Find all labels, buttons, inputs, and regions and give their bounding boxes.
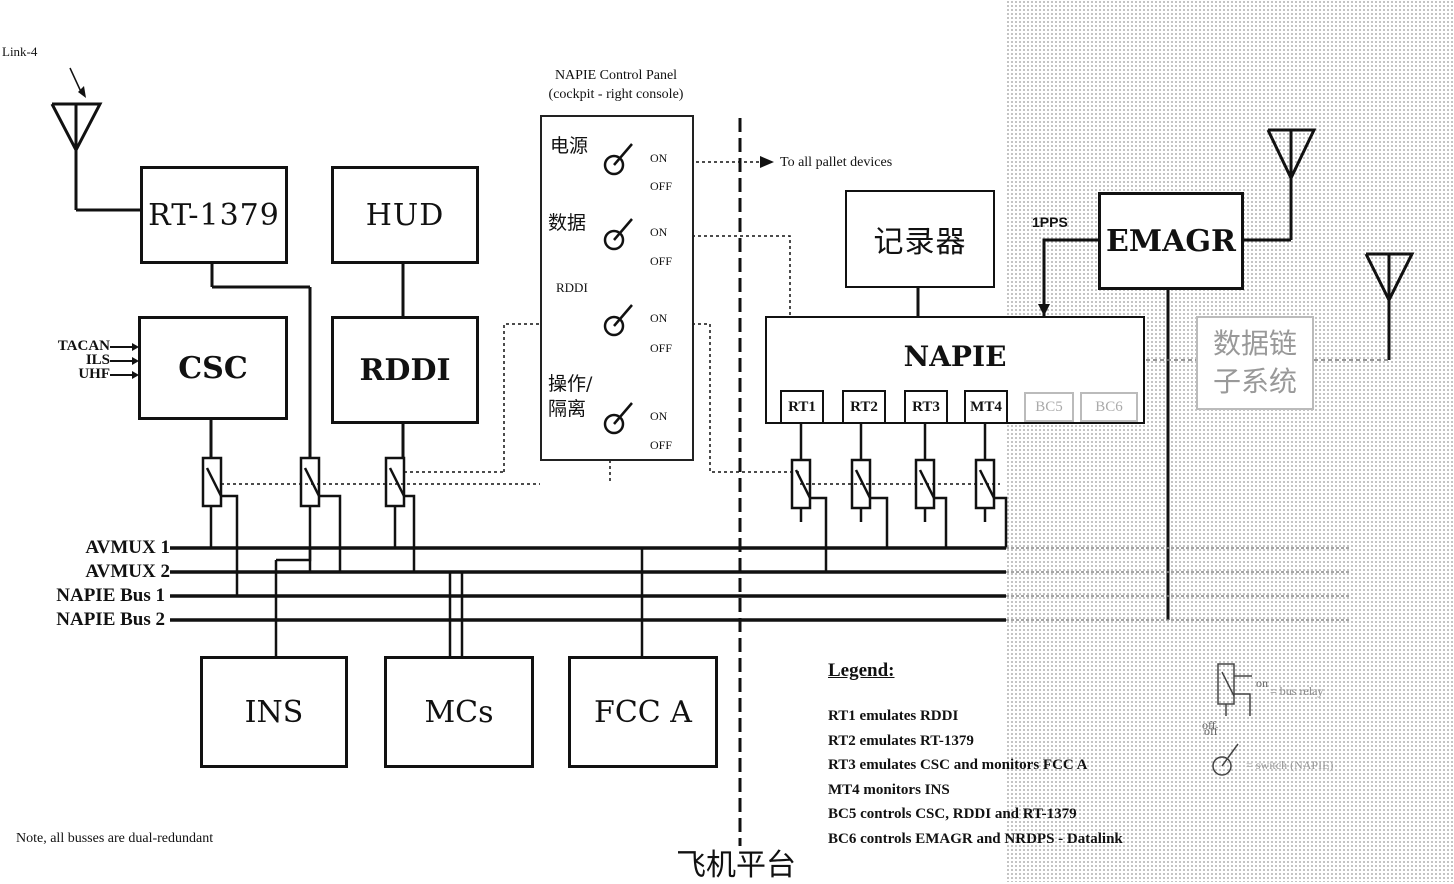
csc-input-arrows xyxy=(110,343,139,379)
legend-title: Legend: xyxy=(828,660,895,681)
port-rt3: RT3 xyxy=(904,390,948,424)
dual-redundant-note: Note, all busses are dual-redundant xyxy=(16,831,214,846)
switch-rddi-label: RDDI xyxy=(556,280,588,295)
legend-item: RT3 emulates CSC and monitors FCC A xyxy=(828,757,1088,773)
csc-inputs: TACAN ILS UHF xyxy=(57,338,110,382)
legend-relay-desc: = bus relay xyxy=(1270,684,1324,698)
port-rt2: RT2 xyxy=(842,390,886,424)
switch-rddi-on: ON xyxy=(650,311,668,325)
legend-switch-desc: = switch (NAPIE) xyxy=(1246,758,1334,772)
legend-item: RT1 emulates RDDI xyxy=(828,708,959,724)
bus-label-avmux1: AVMUX 1 xyxy=(85,537,170,558)
scan-dither-region xyxy=(1006,0,1454,882)
bus-relay-icons xyxy=(201,456,996,510)
datalink-subsystem-box: 数据链 子系统 xyxy=(1196,316,1314,410)
platform-label: 飞机平台 xyxy=(676,848,796,883)
switch-power-label: 电源 xyxy=(550,135,589,157)
legend-item: BC5 controls CSC, RDDI and RT-1379 xyxy=(828,806,1077,822)
switch-op-off: OFF xyxy=(650,438,673,452)
switch-op-label: 操作/ 隔离 xyxy=(548,373,593,420)
control-panel-title: NAPIE Control Panel (cockpit - right con… xyxy=(548,68,684,102)
rddi-box: RDDI xyxy=(331,316,479,424)
mcs-box: MCs xyxy=(384,656,534,768)
port-bc5: BC5 xyxy=(1024,392,1074,422)
switch-op-on: ON xyxy=(650,409,668,423)
pallet-note: To all pallet devices xyxy=(780,155,893,170)
fcc-box: FCC A xyxy=(568,656,718,768)
pps-label: 1PPS xyxy=(1032,214,1068,230)
recorder-box: 记录器 xyxy=(845,190,995,288)
port-rt1: RT1 xyxy=(780,390,824,424)
ins-box: INS xyxy=(200,656,348,768)
bus-label-avmux2: AVMUX 2 xyxy=(85,561,170,582)
link4-antenna-icon xyxy=(50,102,103,210)
link4-pointer xyxy=(69,67,83,95)
csc-box: CSC xyxy=(138,316,288,420)
legend-relay-on: on xyxy=(1256,676,1268,690)
legend-item: RT2 emulates RT-1379 xyxy=(828,732,974,749)
bus-label-napie2: NAPIE Bus 2 xyxy=(56,609,165,630)
legend-item: BC6 controls EMAGR and NRDPS - Datalink xyxy=(828,830,1123,847)
legend-relay-icon xyxy=(1217,663,1252,716)
bus-label-napie1: NAPIE Bus 1 xyxy=(56,585,165,606)
hud-box: HUD xyxy=(331,166,479,264)
rt1379-box: RT-1379 xyxy=(140,166,288,264)
link4-label: Link-4 xyxy=(2,44,38,59)
switch-data-off: OFF xyxy=(650,254,673,268)
legend-switch-icon xyxy=(1212,743,1239,776)
switch-rddi-off: OFF xyxy=(650,341,673,355)
switch-power-on: ON xyxy=(650,151,668,165)
switch-power-off: OFF xyxy=(650,179,673,193)
legend-list: RT1 emulates RDDI RT2 emulates RT-1379 R… xyxy=(828,704,1123,851)
legend-item: MT4 monitors INS xyxy=(828,781,950,798)
switch-data-label: 数据 xyxy=(548,212,587,234)
legend-relay-off: off xyxy=(1202,718,1216,732)
datalink-antenna-icon xyxy=(1364,252,1415,360)
emagr-antenna-icon xyxy=(1266,128,1317,240)
emagr-box: EMAGR xyxy=(1098,192,1244,290)
switch-data-on: ON xyxy=(650,225,668,239)
legend-switch-off: off xyxy=(1204,724,1218,738)
port-bc6: BC6 xyxy=(1080,392,1138,422)
panel-switch-icons xyxy=(603,143,633,435)
port-mt4: MT4 xyxy=(964,390,1008,424)
